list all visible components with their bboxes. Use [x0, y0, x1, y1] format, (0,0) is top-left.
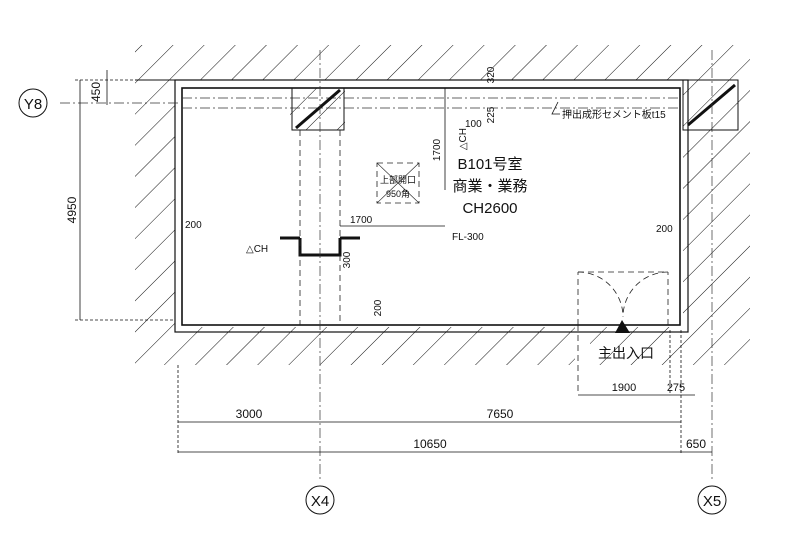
- dim-300: 300: [342, 251, 353, 268]
- opening-size: 950角: [386, 188, 410, 199]
- dim-650: 650: [686, 437, 706, 451]
- dimension-lines: [75, 70, 712, 455]
- ch-mark-top: △CH: [458, 128, 469, 150]
- room-walls: [135, 79, 739, 333]
- room-ceiling-height: CH2600: [462, 200, 517, 217]
- dim-225: 225: [486, 106, 497, 123]
- entrance-arrow-icon: [615, 320, 630, 333]
- dim-1700-vertical: 1700: [432, 138, 443, 161]
- ceiling-opening: 上部開口 950角: [376, 162, 420, 204]
- grid-marker-x4: X4: [305, 485, 335, 515]
- dim-100: 100: [465, 119, 482, 130]
- dim-1900: 1900: [612, 382, 636, 394]
- grid-label-x4: X4: [311, 493, 329, 510]
- ch-mark-left: △CH: [246, 244, 268, 255]
- dim-200-right: 200: [656, 224, 673, 235]
- dim-10650: 10650: [413, 437, 447, 451]
- grid-marker-y8: Y8: [18, 88, 48, 118]
- dim-200-left: 200: [185, 220, 202, 231]
- entrance-label: 主出入口: [598, 345, 654, 361]
- dim-4950: 4950: [65, 196, 79, 223]
- floor-level: FL-300: [452, 232, 484, 243]
- dim-320: 320: [486, 66, 497, 83]
- double-door: [577, 271, 669, 395]
- dim-275: 275: [667, 382, 685, 394]
- dim-450: 450: [89, 82, 103, 102]
- dim-3000: 3000: [236, 407, 263, 421]
- dim-200-bottom: 200: [373, 299, 384, 316]
- room-number: B101号室: [457, 156, 522, 173]
- grid-marker-x5: X5: [697, 485, 727, 515]
- dim-7650: 7650: [487, 407, 514, 421]
- hatched-structure: [135, 45, 750, 365]
- dim-1700-horizontal: 1700: [350, 215, 373, 226]
- room-use: 商業・業務: [452, 178, 527, 195]
- grid-label-x5: X5: [703, 493, 721, 510]
- grid-label-y8: Y8: [24, 96, 42, 113]
- opening-label: 上部開口: [380, 174, 416, 185]
- wall-material-note: 押出成形セメント板t15: [562, 108, 666, 121]
